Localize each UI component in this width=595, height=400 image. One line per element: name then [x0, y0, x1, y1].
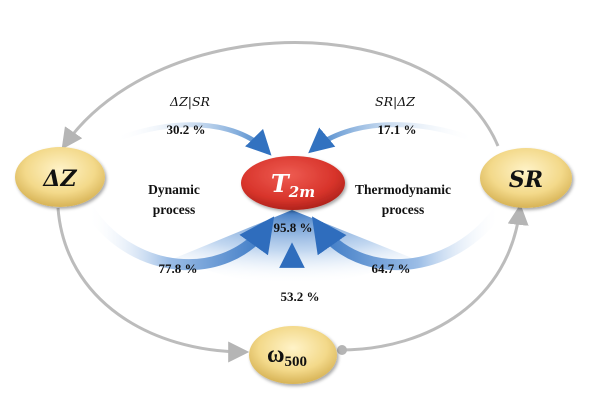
- dynamic-process-line1: Dynamic: [148, 182, 200, 197]
- node-omega500-label: ω500: [267, 342, 307, 370]
- arrow-left-bottom: [83, 205, 275, 271]
- arrow-right-bottom: [311, 204, 505, 271]
- node-omega500[interactable]: [249, 326, 337, 384]
- pct-right-bottom: 64.7 %: [372, 261, 411, 276]
- pct-center: 95.8 %: [274, 220, 313, 235]
- node-omega500-sub: 500: [285, 354, 308, 370]
- thermo-process-line1: Thermodynamic: [355, 182, 451, 197]
- node-t2m-sub: 2m: [288, 183, 315, 201]
- pct-left-top: 30.2 %: [167, 122, 206, 137]
- arrow-right-top: [308, 122, 476, 154]
- condition-left: ΔZ|SR: [169, 94, 210, 109]
- feedback-loops: [56, 41, 529, 363]
- loop-right-arrow: [339, 203, 529, 352]
- loop-left-arrow: [56, 207, 250, 363]
- condition-right: SR|ΔZ: [375, 94, 415, 109]
- node-delta-z-label: ΔZ: [42, 166, 77, 192]
- node-delta-z[interactable]: [15, 147, 105, 207]
- node-omega500-main: ω: [267, 342, 285, 368]
- node-t2m-label: T2m: [271, 169, 315, 201]
- pct-right-top: 17.1 %: [378, 122, 417, 137]
- node-sr-label: SR: [509, 167, 543, 193]
- node-sr[interactable]: [480, 148, 572, 208]
- causal-arrows: [83, 122, 505, 330]
- loop-top-arrow: [61, 41, 500, 150]
- node-t2m-main: T: [271, 169, 291, 198]
- loop-right-origin-dot: [337, 345, 347, 355]
- node-t2m[interactable]: [241, 156, 345, 210]
- pct-left-bottom: 77.8 %: [159, 261, 198, 276]
- pct-bottom: 53.2 %: [281, 289, 320, 304]
- arrow-left-top: [114, 122, 272, 156]
- thermo-process-line2: process: [382, 202, 425, 217]
- dynamic-process-line2: process: [153, 202, 196, 217]
